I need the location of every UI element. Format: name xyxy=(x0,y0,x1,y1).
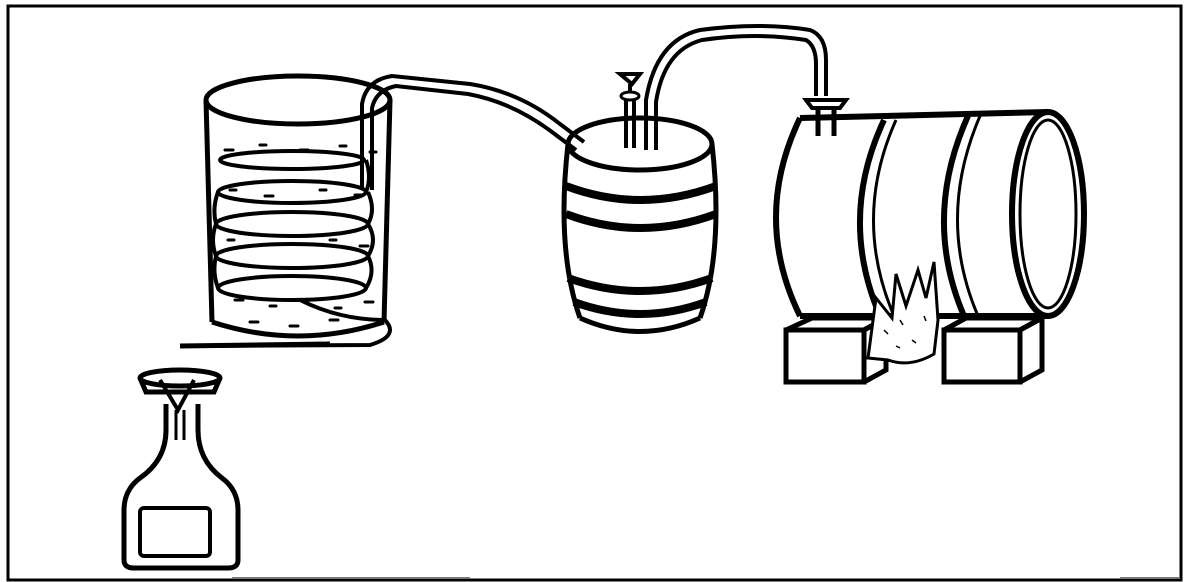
thump-keg-icon xyxy=(564,74,716,332)
valve-icon xyxy=(620,74,640,148)
bottle-label xyxy=(140,508,210,556)
coil-outlet-pipe xyxy=(180,344,330,346)
bottle-with-funnel-icon xyxy=(124,370,238,568)
flame-icon xyxy=(868,262,938,363)
pipe-boiler-to-keg xyxy=(646,26,826,150)
diagram-frame xyxy=(8,6,1181,580)
condenser-bucket-icon xyxy=(180,76,390,346)
pipe-bucket-to-keg xyxy=(362,76,584,190)
